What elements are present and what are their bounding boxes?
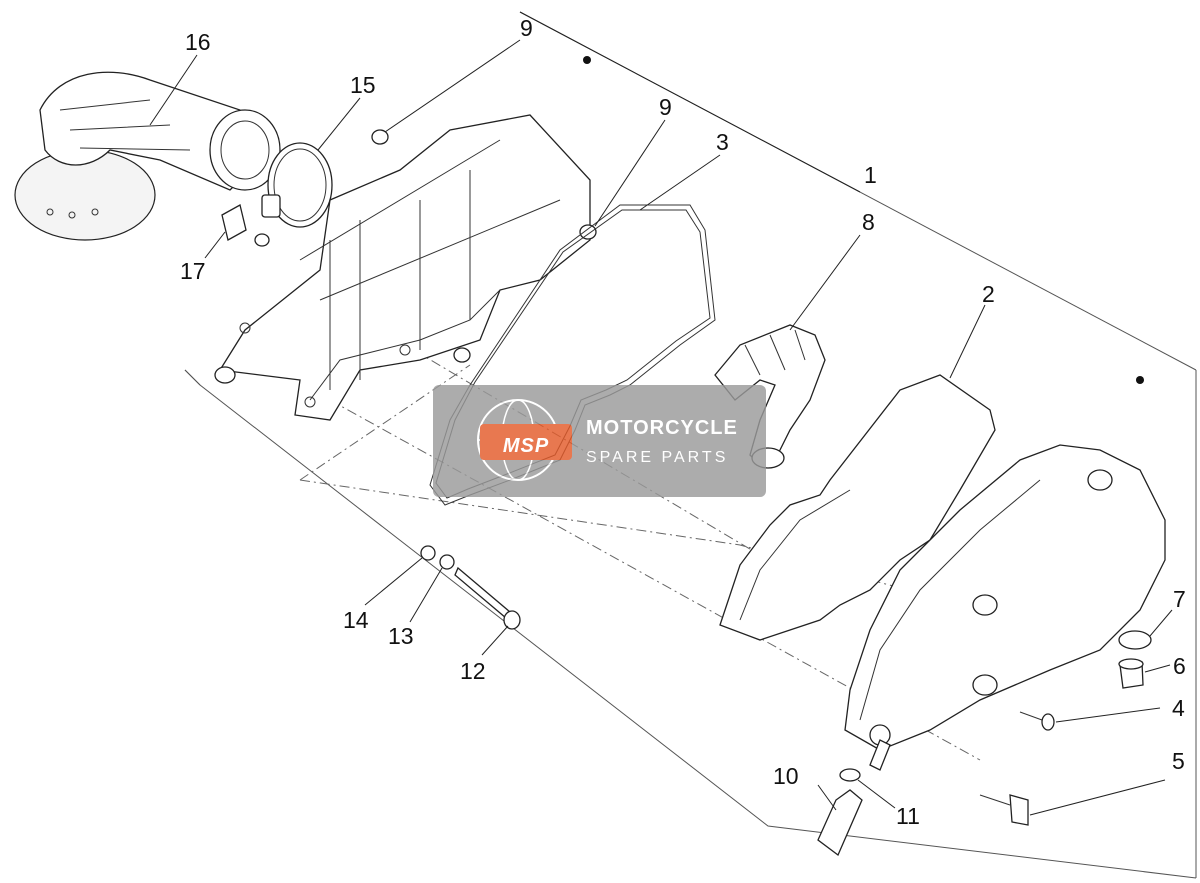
- label-9-middle: 9: [659, 94, 672, 120]
- part-2-filter-element: [719, 374, 996, 641]
- label-5: 5: [1172, 748, 1185, 774]
- label-8: 8: [862, 209, 875, 235]
- part-4-screw: [1019, 711, 1055, 731]
- label-14: 14: [343, 607, 369, 633]
- part-1-airbox-cover: [844, 444, 1166, 771]
- part-9-grommets: [371, 129, 597, 363]
- watermark-background: [433, 385, 766, 497]
- label-15: 15: [350, 72, 376, 98]
- marker-dot-upper: [583, 56, 591, 64]
- part-number-labels: 16 15 9 9 3 1 8 2 17 14 13 12 7 6 4 5 10…: [180, 15, 1186, 829]
- label-1: 1: [864, 162, 877, 188]
- watermark: MSP MOTORCYCLE SPARE PARTS: [433, 385, 766, 497]
- part-13-washer: [439, 554, 455, 570]
- part-11-washer: [839, 768, 861, 782]
- watermark-logo-badge: [480, 424, 572, 460]
- part-7-clip: [1118, 630, 1152, 650]
- part-15-clamp: [261, 142, 333, 228]
- part-6-cap: [1118, 658, 1144, 689]
- part-5-screw: [979, 794, 1029, 826]
- part-1-airbox-housing: [214, 114, 591, 421]
- label-9-upper: 9: [520, 15, 533, 41]
- label-11: 11: [896, 803, 920, 829]
- part-12-bolt: [454, 566, 521, 630]
- watermark-line1: MOTORCYCLE: [586, 417, 738, 439]
- label-10: 10: [773, 763, 799, 789]
- leader-lines: [149, 11, 1173, 816]
- part-17-clip: [221, 204, 270, 247]
- watermark-line2: SPARE PARTS: [586, 449, 728, 466]
- part-10-drain-plug: [817, 789, 863, 857]
- label-4: 4: [1172, 695, 1185, 721]
- label-2: 2: [982, 281, 995, 307]
- marker-dot-lower: [1136, 376, 1144, 384]
- part-14-washer: [420, 545, 436, 561]
- label-16: 16: [185, 29, 211, 55]
- label-6: 6: [1173, 653, 1186, 679]
- label-7: 7: [1173, 586, 1186, 612]
- watermark-logo-text: MSP: [503, 435, 549, 457]
- label-3: 3: [716, 129, 729, 155]
- label-17: 17: [180, 258, 206, 284]
- label-12: 12: [460, 658, 486, 684]
- label-13: 13: [388, 623, 414, 649]
- part-16-intake-duct: [14, 71, 281, 241]
